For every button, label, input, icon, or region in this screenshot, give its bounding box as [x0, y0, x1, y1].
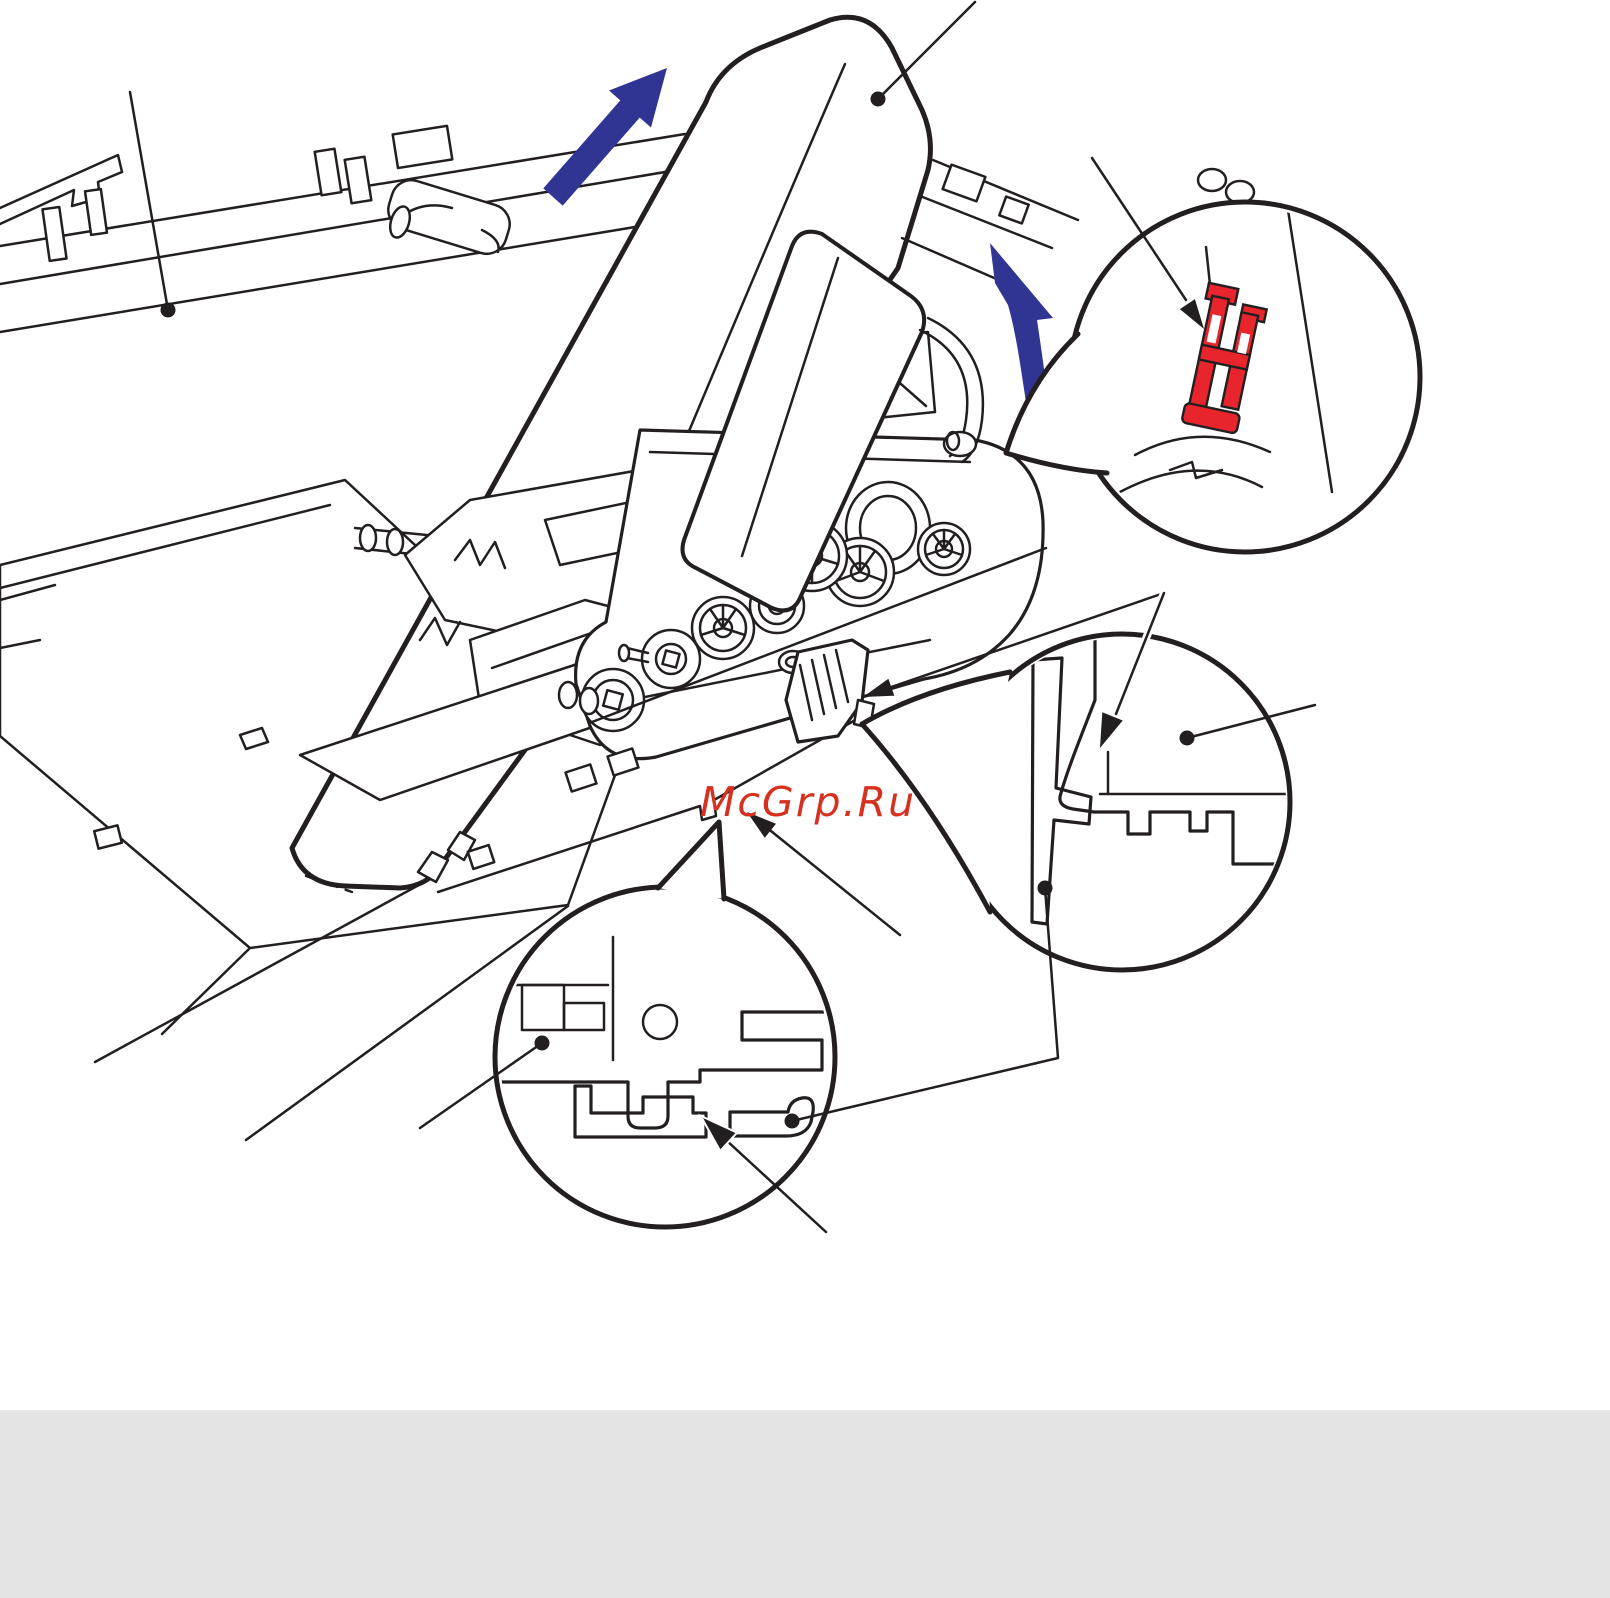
red-clip [1181, 281, 1269, 435]
up-arrow-icon [543, 68, 667, 206]
footer-bar [0, 1410, 1610, 1598]
bail-wire [918, 316, 985, 464]
cyan-chassis [500, 892, 830, 1130]
outer-cover [289, 14, 933, 894]
magenta-lever [1030, 656, 1093, 926]
watermark-text: McGrp.Ru [700, 778, 917, 826]
callout-red-clip [1003, 199, 1423, 555]
ribbed-connector [784, 638, 870, 744]
leader-lines [128, 0, 1317, 1234]
callout-latch-bottom [492, 819, 838, 1230]
rear-roller [387, 178, 511, 256]
magenta-hook [573, 1084, 708, 1139]
magenta-hook-tip [728, 1096, 815, 1138]
cyan-guide [1058, 638, 1286, 866]
